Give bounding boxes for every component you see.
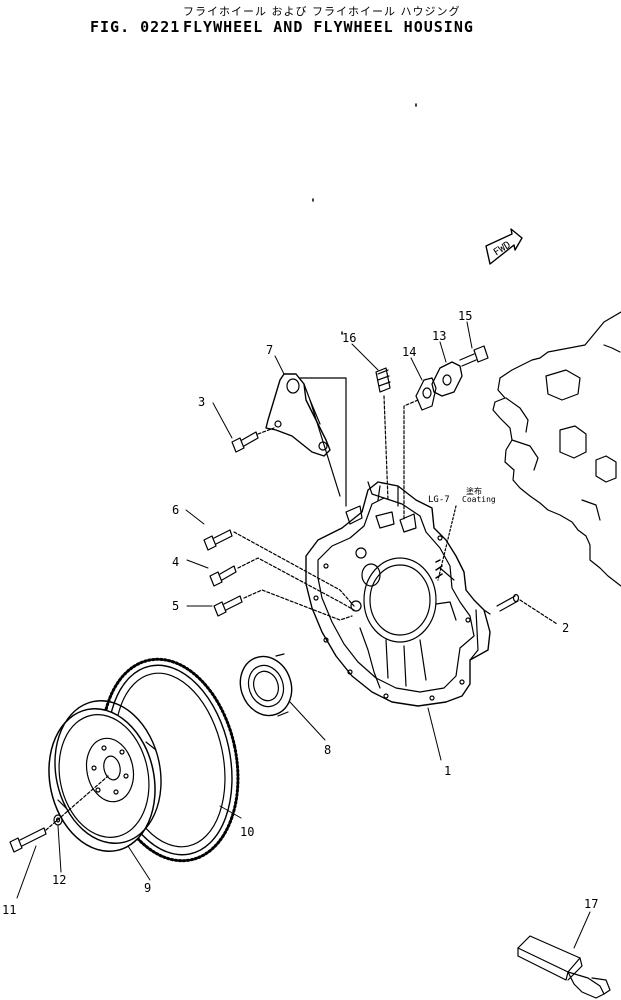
bolt-3 xyxy=(231,427,275,453)
bolt-6 xyxy=(203,529,355,607)
gasket xyxy=(403,377,437,521)
sealant-callout: 塗布 LG-7 Coating xyxy=(428,486,496,581)
bolt-5 xyxy=(213,589,353,621)
part-number-labels: 1 2 3 4 5 6 7 8 9 10 11 12 13 14 15 16 1… xyxy=(2,309,598,917)
forward-arrow-icon: FWD xyxy=(485,228,523,265)
part-label-4: 4 xyxy=(172,555,179,569)
part-label-13: 13 xyxy=(432,329,446,343)
part-label-5: 5 xyxy=(172,599,179,613)
plug xyxy=(375,367,391,501)
tool xyxy=(517,935,611,999)
scan-specks xyxy=(312,103,417,335)
part-label-11: 11 xyxy=(2,903,16,917)
part-label-17: 17 xyxy=(584,897,598,911)
part-label-15: 15 xyxy=(458,309,472,323)
part-label-8: 8 xyxy=(324,743,331,757)
bolt-11 xyxy=(9,775,109,853)
part-label-6: 6 xyxy=(172,503,179,517)
sealant-en-label: Coating xyxy=(462,495,496,504)
flywheel-housing xyxy=(305,481,491,707)
cover xyxy=(431,361,463,397)
sealant-code-label: LG-7 xyxy=(428,495,450,505)
washer xyxy=(53,814,63,826)
oil-seal xyxy=(239,653,293,717)
part-label-10: 10 xyxy=(240,825,254,839)
sealant-jp-label: 塗布 xyxy=(466,486,482,496)
leader-lines xyxy=(16,321,591,949)
part-label-9: 9 xyxy=(144,881,151,895)
page-title: FLYWHEEL AND FLYWHEEL HOUSING xyxy=(183,18,474,36)
bolt-4 xyxy=(209,557,355,611)
part-label-2: 2 xyxy=(562,621,569,635)
engine-block xyxy=(492,311,621,587)
part-label-7: 7 xyxy=(266,343,273,357)
part-label-12: 12 xyxy=(52,873,66,887)
part-label-3: 3 xyxy=(198,395,205,409)
japanese-title: フライホイール および フライホイール ハウジング xyxy=(183,5,461,18)
part-label-14: 14 xyxy=(402,345,416,359)
dowel-pin xyxy=(496,593,558,625)
bracket xyxy=(265,373,347,507)
flywheel xyxy=(48,700,162,853)
figure-number: FIG. 0221 xyxy=(90,18,181,36)
bolt-15 xyxy=(459,345,489,367)
part-label-1: 1 xyxy=(444,764,451,778)
part-label-16: 16 xyxy=(342,331,356,345)
